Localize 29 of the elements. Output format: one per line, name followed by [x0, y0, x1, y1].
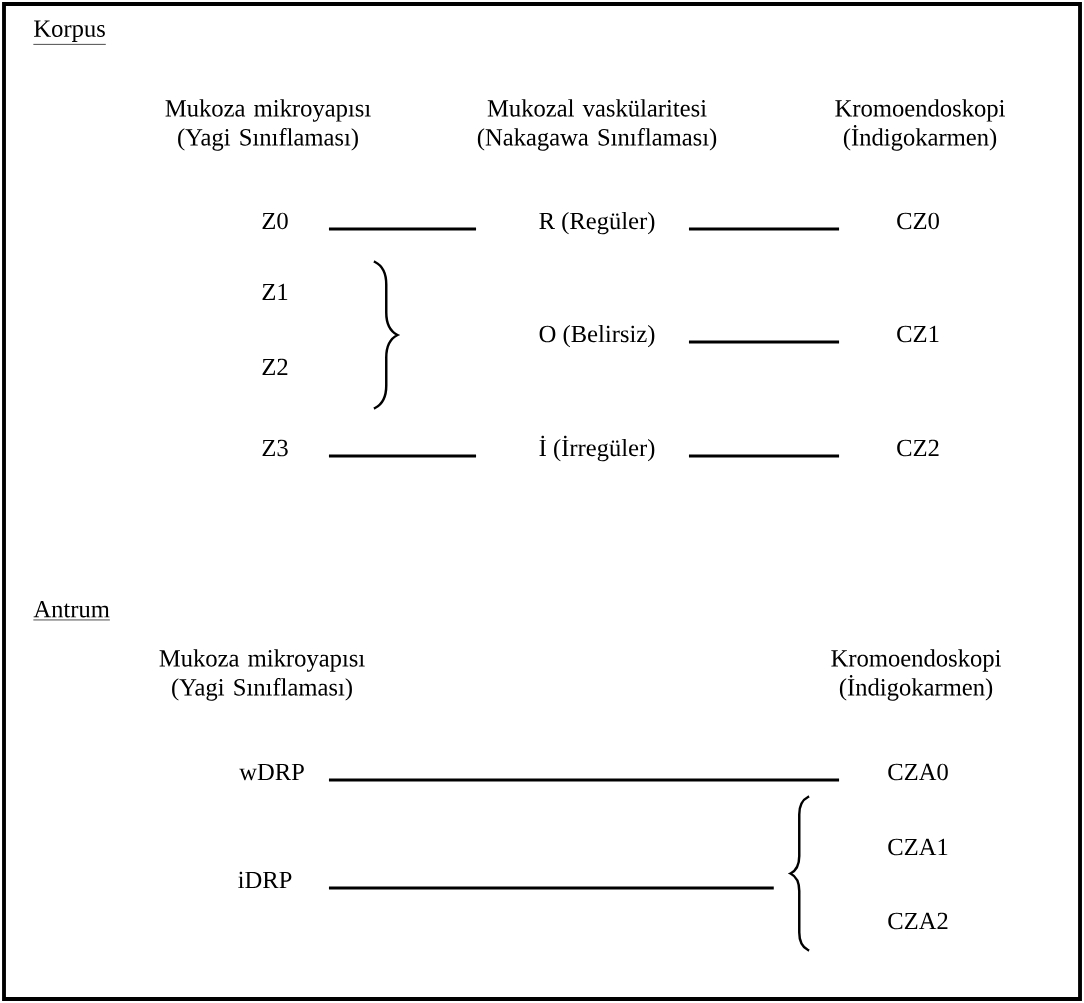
column-heading: Mukoza mikroyapısı (Yagi Sınıflaması) [165, 99, 371, 151]
text-label: CZA1 [888, 838, 948, 856]
section-heading: Antrum [33, 601, 111, 621]
text-label: CZ1 [897, 325, 939, 343]
text-label: Z2 [262, 358, 288, 375]
text-label: O (Belirsiz) [539, 324, 655, 348]
connector-line [328, 778, 840, 782]
connector-line [688, 454, 840, 458]
text-label: iDRP [238, 871, 292, 889]
column-heading: Mukozal vaskülaritesi (Nakagawa Sınıflaması) [477, 99, 717, 151]
text-label: CZA2 [888, 912, 948, 930]
text-label: Z3 [262, 439, 288, 457]
column-heading: Mukoza mikroyapısı (Yagi Sınıflaması) [159, 649, 365, 701]
connector-line [688, 227, 840, 231]
connector-line [328, 886, 774, 890]
column-heading: Kromoendoskopi (İndigokarmen) [831, 649, 1001, 701]
column-heading: Kromoendoskopi (İndigokarmen) [835, 99, 1005, 151]
text-label: Z0 [262, 212, 288, 230]
text-label: CZ0 [897, 212, 939, 230]
text-label: Z1 [262, 283, 288, 300]
text-label: CZA0 [888, 763, 948, 781]
connector-line [328, 454, 477, 458]
text-label: wDRP [239, 763, 304, 781]
text-label: R (Regüler) [539, 211, 655, 235]
section-heading: Korpus [33, 20, 107, 45]
connector-line [688, 340, 840, 344]
connector-line [328, 227, 477, 231]
text-label: CZ2 [897, 439, 939, 457]
text-label: İ (İrregüler) [539, 435, 655, 462]
